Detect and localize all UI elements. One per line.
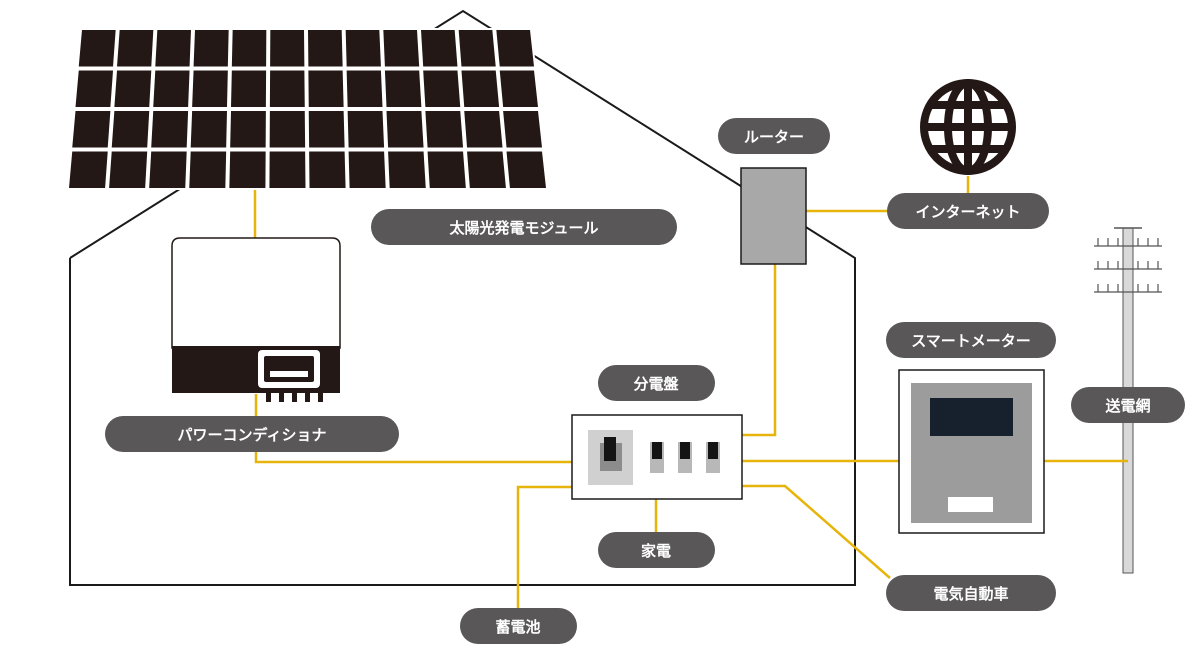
- solar-cell: [269, 151, 306, 188]
- solar-cell: [461, 70, 500, 107]
- label-smart-meter-text: スマートメーター: [911, 332, 1031, 350]
- solar-cell: [151, 111, 189, 148]
- solar-cell: [464, 111, 503, 148]
- solar-cell: [308, 30, 343, 67]
- solar-cell: [348, 151, 386, 188]
- solar-cell: [496, 30, 534, 67]
- label-electric-vehicle: 電気自動車: [886, 575, 1056, 611]
- solar-cell: [388, 151, 426, 188]
- solar-cell: [111, 111, 150, 148]
- inverter-display: [264, 356, 314, 382]
- branch-breakers: [650, 442, 720, 473]
- distribution-board-icon: [571, 414, 743, 500]
- solar-panel: [67, 28, 548, 190]
- wire-router-to-board: [742, 264, 777, 437]
- inverter-display-strip: [270, 371, 308, 377]
- solar-cell: [153, 70, 190, 107]
- wire-board-to-ev: [742, 484, 891, 579]
- solar-cell: [386, 111, 424, 148]
- solar-cell: [269, 111, 306, 148]
- solar-cell: [117, 30, 154, 67]
- solar-cell: [345, 30, 381, 67]
- label-storage-battery-text: 蓄電池: [495, 618, 540, 636]
- solar-cell: [308, 70, 344, 107]
- globe-icon: [920, 79, 1016, 175]
- router-icon: [740, 167, 807, 265]
- solar-cell: [75, 70, 114, 107]
- label-solar-module-text: 太陽光発電モジュール: [450, 219, 599, 237]
- solar-cell: [425, 111, 464, 148]
- label-router-text: ルーター: [744, 128, 804, 146]
- label-distribution-board-text: 分電盤: [633, 375, 679, 393]
- solar-cell: [192, 70, 228, 107]
- inverter-icon: [171, 237, 341, 402]
- solar-cell: [503, 111, 542, 148]
- label-solar-module: 太陽光発電モジュール: [371, 209, 677, 245]
- solar-cell: [308, 111, 345, 148]
- solar-cell: [427, 151, 466, 188]
- solar-cell: [114, 70, 152, 107]
- solar-cell: [458, 30, 496, 67]
- label-smart-meter: スマートメーター: [886, 322, 1056, 358]
- solar-cell: [346, 70, 383, 107]
- label-power-conditioner-text: パワーコンディショナ: [178, 426, 327, 444]
- solar-cell: [231, 30, 267, 67]
- solar-cell: [78, 30, 116, 67]
- label-distribution-board: 分電盤: [598, 365, 715, 401]
- solar-cell: [229, 151, 266, 188]
- main-breaker-lever: [604, 437, 616, 461]
- smart-meter-icon: [898, 369, 1045, 534]
- solar-cell: [155, 30, 191, 67]
- solar-cell: [421, 30, 458, 67]
- solar-cell: [193, 30, 229, 67]
- solar-cell: [269, 70, 305, 107]
- solar-cell: [189, 151, 227, 188]
- inverter-body: [171, 237, 341, 349]
- solar-cell: [506, 151, 546, 188]
- label-home-appliances-text: 家電: [641, 542, 671, 560]
- solar-cell: [109, 151, 148, 188]
- solar-cell: [309, 151, 346, 188]
- solar-cell: [190, 111, 227, 148]
- label-router: ルーター: [718, 118, 830, 154]
- meter-slot: [948, 497, 993, 512]
- solar-cell: [347, 111, 385, 148]
- label-power-grid: 送電網: [1071, 387, 1185, 423]
- solar-cell: [383, 30, 420, 67]
- solar-cell: [499, 70, 538, 107]
- pole-crossarms: [1094, 238, 1162, 293]
- label-home-appliances: 家電: [598, 532, 715, 568]
- wire-board-to-battery: [516, 485, 572, 615]
- solar-cells: [69, 30, 546, 188]
- solar-cell: [384, 70, 422, 107]
- label-power-grid-text: 送電網: [1104, 397, 1150, 415]
- meter-display: [930, 398, 1013, 436]
- solar-cell: [230, 111, 266, 148]
- solar-panel-frame: [67, 28, 548, 190]
- label-power-conditioner: パワーコンディショナ: [105, 416, 399, 452]
- inverter-terminals: [266, 393, 323, 402]
- label-internet: インターネット: [887, 193, 1049, 229]
- solar-cell: [231, 70, 267, 107]
- solar-cell: [149, 151, 187, 188]
- label-electric-vehicle-text: 電気自動車: [933, 585, 1008, 603]
- label-internet-text: インターネット: [915, 203, 1020, 221]
- solar-cell: [69, 151, 108, 188]
- solar-cell: [423, 70, 461, 107]
- solar-cell: [270, 30, 305, 67]
- solar-cell: [72, 111, 111, 148]
- label-storage-battery: 蓄電池: [460, 608, 577, 644]
- solar-cell: [467, 151, 506, 188]
